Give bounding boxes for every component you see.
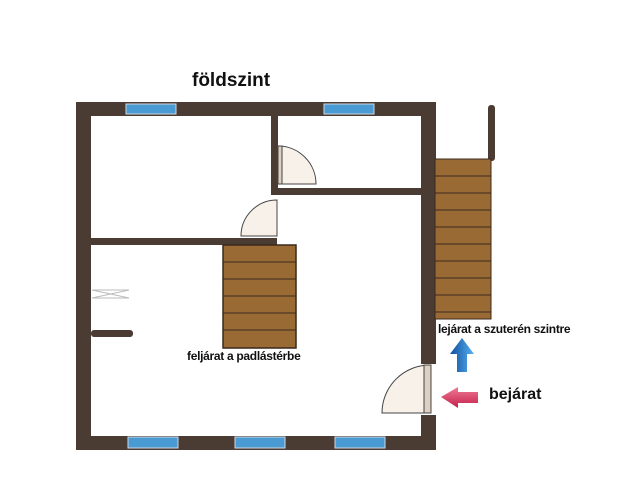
floor-title: földszint [192,70,271,91]
door-middle [240,199,278,237]
closet-sign [91,289,130,299]
arrow-up-icon [450,338,474,372]
arrow-left-icon [441,387,478,408]
interior-walls [91,116,421,337]
entrance-label: bejárat [489,386,542,403]
entrance-door [381,364,431,414]
windows [125,103,386,449]
basement-stairs-label: lejárat a szuterén szintre [438,322,571,336]
attic-stairs [222,244,297,349]
doors [240,145,432,414]
attic-stairs-label: feljárat a padlástérbe [187,349,301,363]
door-upper-room [277,145,317,185]
basement-stairs [434,158,492,320]
